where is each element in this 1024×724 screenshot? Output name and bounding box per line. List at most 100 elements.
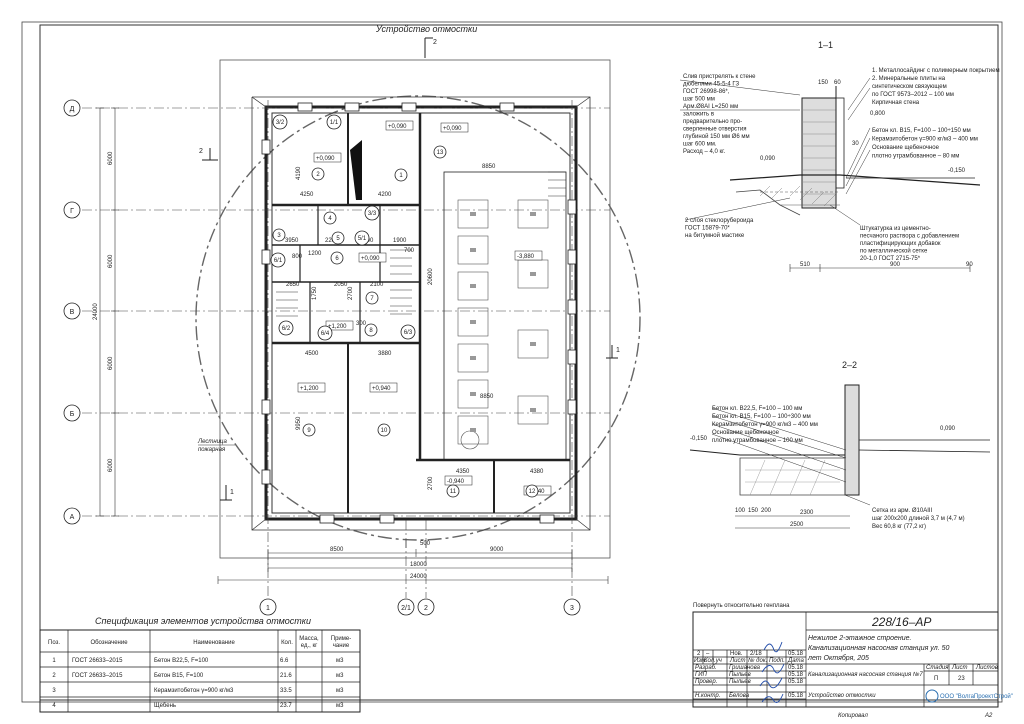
s1-level-0800: 0,800: [870, 111, 886, 117]
room-dim: 1750: [312, 286, 318, 300]
s1-bottom-left-note: 2 слоя стеклорубероида: [685, 218, 754, 224]
site-boundary: [219, 59, 611, 559]
room-number: [311, 167, 325, 181]
axis-bubble: [63, 507, 81, 525]
axis-label: В: [70, 309, 75, 316]
spec-pos: 2: [52, 673, 56, 679]
spec-name: Щебень: [154, 703, 176, 709]
spec-qty: 21.6: [280, 673, 292, 679]
plan-title: Устройство отмостки: [375, 24, 477, 34]
room-number: [330, 251, 344, 265]
spec-table: Спецификация элементов устройства отмост…: [39, 616, 361, 713]
inner-frame: [39, 24, 999, 701]
stamp-date: 05.18: [788, 672, 804, 678]
room-number: [433, 145, 447, 159]
row-dim-1: 6000: [108, 151, 114, 165]
signature: [759, 677, 783, 689]
spec-qty: 33.5: [280, 688, 292, 694]
col-dim-inner: 18000: [410, 562, 427, 568]
s1-note-left: дюбелями 45-5-4 ГЗ: [683, 82, 740, 88]
room-dim: 2200: [325, 238, 339, 244]
room-dim: 3880: [378, 351, 392, 357]
room-dim: 4350: [456, 469, 470, 475]
axis-label: Д: [70, 106, 75, 113]
level-box: [440, 122, 469, 133]
section-2-title: 2–2: [842, 360, 857, 370]
row-dim-3: 6000: [108, 356, 114, 370]
s1-note-left: Расход – 4,0 кг.: [683, 149, 726, 155]
stamp-object: Канализационная насосная станция №7: [808, 671, 923, 678]
s2-level-m0150: -0,150: [690, 436, 708, 442]
room-number-text: 3/2: [276, 120, 285, 126]
spec-pos: 3: [52, 688, 56, 694]
room-number-text: 11: [450, 489, 457, 495]
spec-header: чание: [333, 643, 350, 649]
room-number-text: 9: [307, 428, 311, 434]
stamp-rev-cell: 05.18: [788, 651, 804, 657]
stamp-sheets-h: Листов: [975, 665, 998, 671]
s2-dim-150: 150: [748, 508, 759, 514]
s2-layer: плотно утрамбованное – 100 мм: [712, 438, 803, 444]
room-number: [317, 325, 333, 341]
s1-bottom-right-note: 20-1,0 ГОСТ 2715-75*: [860, 256, 921, 262]
stamp-rev-cell: 2: [697, 651, 701, 657]
spec-name: Бетон В22,5, F=100: [154, 658, 209, 664]
row-dim-2: 6000: [108, 254, 114, 268]
room-number: [377, 423, 391, 437]
axis-bubble: [397, 598, 415, 616]
level-mark: +0,090: [316, 156, 335, 162]
axis-label: 1: [266, 605, 270, 612]
room-number-text: 6/2: [282, 326, 291, 332]
s1-bottom-left-note: ГОСТ 15879-70*: [685, 226, 730, 232]
col-dim-outer: 24000: [410, 574, 427, 580]
stamp-name: Пыльев: [729, 672, 751, 678]
crane-circle: [195, 95, 641, 541]
s2-layer: Керамзитобетон γ=900 кг/м3 – 400 мм: [712, 422, 818, 428]
stamp-date: 05.18: [788, 679, 804, 685]
row-dim-total: 24000: [93, 303, 99, 320]
room-dim: 4190: [296, 166, 302, 180]
axis-rows: [82, 107, 610, 517]
stamp-rev-cell: 2/18: [750, 651, 762, 657]
row-dimension-chain: [96, 107, 119, 517]
offset-dim: 500: [420, 541, 431, 547]
stamp-date: 05.18: [788, 693, 804, 699]
stamp-header-cell: Подп.: [769, 658, 785, 664]
s1-dim-510: 510: [800, 262, 811, 268]
stamp-header-cell: Лист: [729, 658, 745, 664]
room-number: [400, 324, 416, 340]
level-box: [325, 320, 354, 331]
level-mark: +1,200: [328, 324, 347, 330]
stamp-role: ГИП: [695, 672, 708, 678]
axis-bubble: [63, 201, 81, 219]
room-dim: 300: [356, 321, 367, 327]
room-dim: 3950: [285, 238, 299, 244]
room-number-text: 6/1: [274, 258, 283, 264]
axis-bubble: [63, 404, 81, 422]
s1-note-left: предварительно про-: [683, 119, 742, 125]
room-number-text: 1: [399, 173, 403, 179]
s1-layer: Керамзитобетон γ=900 кг/м3 – 400 мм: [872, 137, 978, 143]
s2-dim-200: 200: [761, 508, 772, 514]
s1-note-right: 1. Металлосайдинг с полимерным покрытием: [872, 67, 1000, 74]
stamp-role: Н.контр.: [695, 693, 720, 699]
s2-layer: Бетон кл. В22,5, F=100 – 100 мм: [712, 406, 802, 412]
s1-note-left: шаг 600 мм.: [683, 142, 717, 148]
level-box: [313, 152, 342, 163]
signature: [761, 693, 784, 703]
stamp-copied: Копировал: [838, 713, 868, 719]
stamp-name: Пыльев: [729, 679, 751, 685]
signature: [761, 663, 785, 674]
room-dim: 4500: [305, 351, 319, 357]
level-mark: -3,880: [517, 254, 535, 260]
spec-header: Кол.: [281, 640, 293, 646]
stamp-code: 228/16–АР: [871, 615, 931, 629]
stamp-date: 05.18: [788, 665, 804, 671]
spec-qty: 6.6: [280, 658, 289, 664]
black-wedge: [350, 140, 362, 200]
section-2-2: 2–2 Бетон кл. В22,5, F=100 – 100 ммБетон…: [689, 360, 991, 530]
spec-qty: 23.7: [280, 703, 292, 709]
col-dim-1: 8500: [330, 547, 344, 553]
room-dim: 4250: [300, 192, 314, 198]
